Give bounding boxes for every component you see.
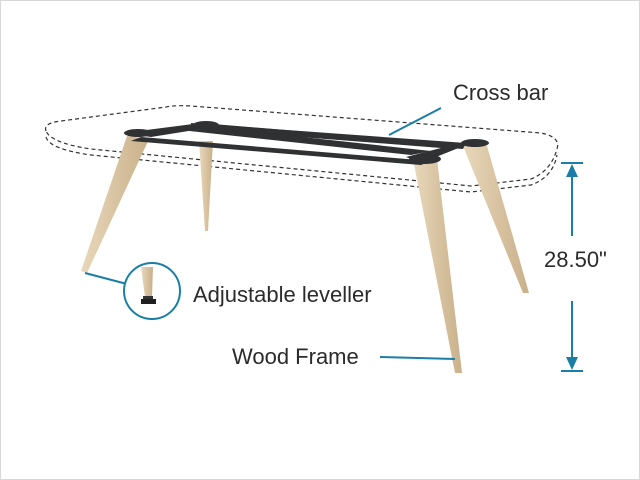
wood-frame-label: Wood Frame	[232, 344, 359, 369]
leg-back-left	[199, 141, 213, 231]
leveller-leader	[84, 272, 128, 285]
leveller-label: Adjustable leveller	[193, 282, 372, 307]
leg-back-right	[463, 146, 529, 293]
leg-front-right	[413, 159, 462, 373]
wood-frame-leader	[379, 356, 456, 360]
cross-bar-label: Cross bar	[453, 80, 549, 105]
height-dimension-arrow	[561, 162, 583, 372]
tabletop-outline	[44, 105, 559, 187]
cross-bar-leader	[388, 107, 442, 136]
steel-frame	[123, 121, 489, 165]
height-label: 28.50"	[544, 247, 607, 272]
leg-front-left	[81, 136, 149, 273]
